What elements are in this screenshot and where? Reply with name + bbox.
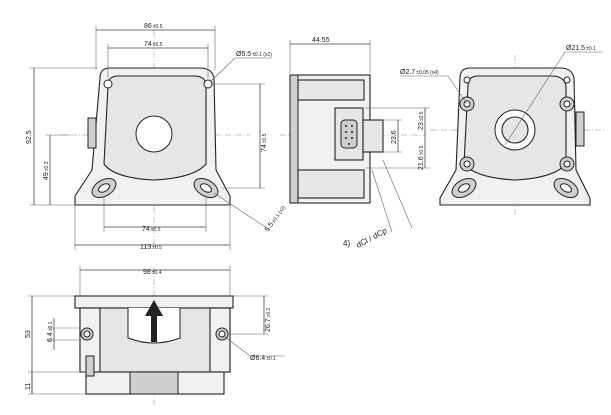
back-dim-small-holes: Ø2.7±0.05 (x4): [400, 69, 439, 76]
side-dim-44-55: 44.55: [312, 37, 330, 44]
side-dim-23-6: 23.6: [391, 130, 398, 144]
back-right-tab: [575, 111, 585, 147]
front-dim-86: 86±0.5: [144, 23, 163, 30]
bottom-dim-53: 53: [25, 330, 32, 338]
front-dim-74-bottom: 74±0.5: [142, 226, 161, 233]
bottom-direction-arrow: [145, 300, 163, 342]
front-dim-92-5: 92.5: [26, 130, 33, 144]
back-slot-right: [553, 178, 579, 198]
side-note-number: 4): [343, 239, 350, 248]
front-dim-74-side: 74±0.5: [261, 133, 268, 152]
front-dim-slot: 5.5±0.1 (x2): [264, 204, 287, 233]
side-dim-23: 23±0.5: [418, 111, 425, 130]
front-dim-74-top: 74±0.5: [144, 41, 163, 48]
front-left-tab: [87, 117, 97, 149]
front-mount-hole-left: [103, 79, 113, 89]
back-small-hole-br: [559, 156, 575, 172]
front-central-bore: [135, 115, 173, 153]
front-dim-49: 49±0.3: [43, 161, 50, 180]
side-connector-dsub: [340, 119, 358, 149]
back-small-hole-tr: [559, 96, 575, 112]
bottom-view: 98±0.4 53 6.4±0.1 26.7±0.2 Ø6.4±0.1 11: [25, 266, 285, 405]
front-view: 86±0.5 74±0.5 Ø5.5±0.1 (x2) 92.5 49±0.3 …: [26, 23, 287, 251]
bottom-dim-6-4-left: 6.4±0.1: [47, 321, 54, 342]
side-note-text: dCl / dCp: [355, 226, 389, 250]
back-dim-bore: Ø21.5±0.1: [566, 45, 596, 52]
bottom-dim-hole: Ø6.4±0.1: [250, 355, 276, 362]
side-dim-21-6: 21.6±0.5: [418, 145, 425, 170]
back-slot-left: [451, 177, 477, 198]
back-view: Ø21.5±0.1 Ø2.7±0.05 (x4): [400, 45, 605, 215]
front-slot-left: [91, 178, 117, 198]
side-view: 44.55 23.6 23±0.5 21.6±0.5 4) dCl / dCp: [280, 37, 430, 250]
front-slot-right: [193, 178, 219, 198]
bottom-dim-26-7: 26.7±0.2: [265, 307, 272, 332]
bottom-dim-11: 11: [25, 383, 32, 390]
bottom-hole-left: [80, 327, 94, 341]
bottom-dim-98: 98±0.4: [143, 269, 162, 276]
front-dim-mount-hole: Ø5.5±0.1 (x2): [236, 51, 272, 58]
back-small-hole-bl: [459, 156, 475, 172]
front-dim-113: 113±0.5: [140, 244, 162, 251]
bottom-hole-right: [215, 327, 229, 341]
side-front-flange: [289, 74, 299, 204]
